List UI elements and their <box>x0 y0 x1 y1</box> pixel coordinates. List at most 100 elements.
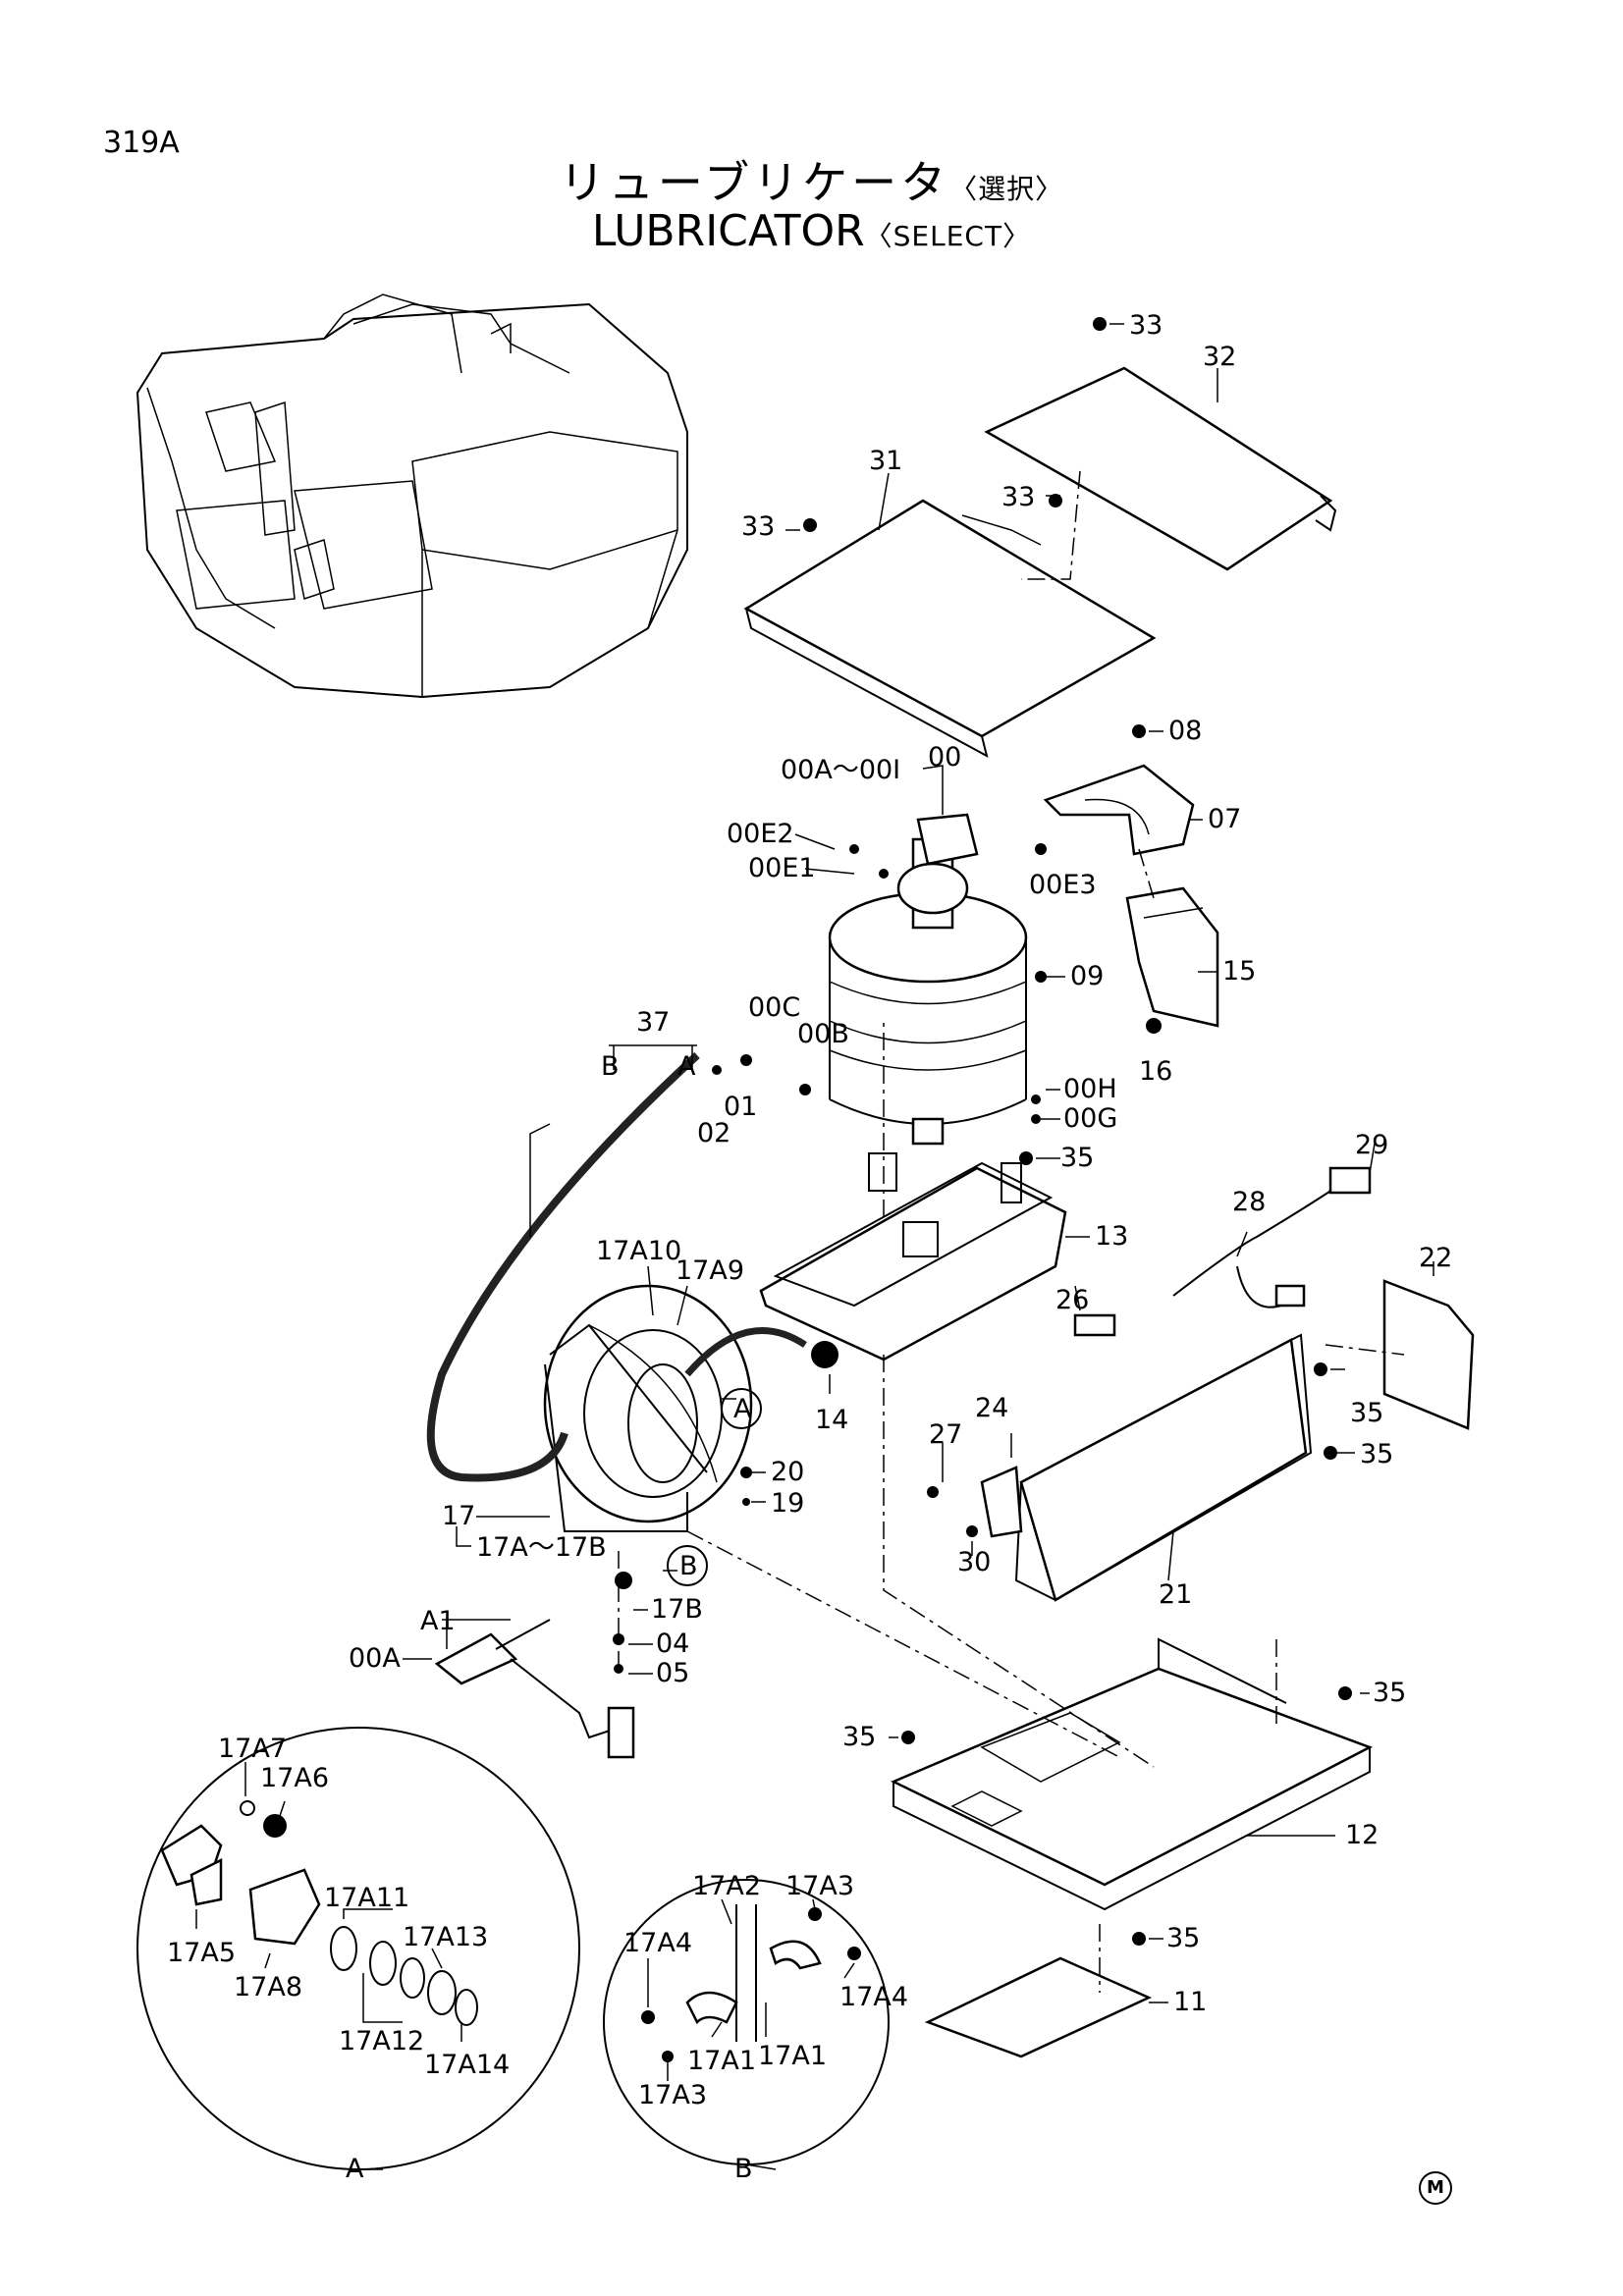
part-31-cover-plate <box>743 499 1157 758</box>
detail-a-label: A <box>346 2154 364 2184</box>
callout-17A14: 17A14 <box>424 2050 510 2080</box>
title-english: LUBRICATOR〈SELECT〉 <box>0 206 1623 256</box>
callout-22: 22 <box>1419 1243 1452 1273</box>
callout-35b: 35 <box>1350 1398 1383 1428</box>
title-jp-suffix: 〈選択〉 <box>949 173 1064 205</box>
callout-17A5: 17A5 <box>167 1938 236 1968</box>
callout-00G: 00G <box>1063 1103 1117 1134</box>
callout-33b: 33 <box>741 511 775 542</box>
callout-27: 27 <box>929 1419 962 1450</box>
callout-35d: 35 <box>1373 1678 1406 1708</box>
callout-05: 05 <box>656 1658 689 1688</box>
callout-35a: 35 <box>1060 1143 1094 1173</box>
callout-14: 14 <box>815 1405 848 1435</box>
title-jp-text: リューブリケータ <box>559 156 950 209</box>
callout-35c: 35 <box>1360 1439 1393 1469</box>
callout-circle-a <box>721 1388 762 1429</box>
callout-17A12: 17A12 <box>339 2026 424 2056</box>
callout-28: 28 <box>1232 1187 1266 1217</box>
callout-17A11: 17A11 <box>324 1883 409 1913</box>
hose-segment <box>684 1327 807 1377</box>
callout-17B: 17B <box>651 1594 703 1625</box>
part-17-hose-reel <box>543 1284 753 1532</box>
callout-00E1: 00E1 <box>748 853 816 883</box>
callout-35f: 35 <box>1166 1923 1200 1953</box>
callout-A-hose-end: A <box>677 1051 696 1082</box>
callout-17A6: 17A6 <box>260 1763 329 1793</box>
callout-13: 13 <box>1095 1221 1128 1252</box>
callout-07: 07 <box>1208 804 1241 834</box>
callout-B-hose-end: B <box>601 1051 620 1082</box>
detail-b-circle <box>603 1879 890 2165</box>
callout-17A3-bottom: 17A3 <box>638 2080 707 2110</box>
callout-labels: 33 32 31 33 33 08 00A～00I 00 07 00E2 00E… <box>167 310 1452 2184</box>
title-en-suffix: 〈SELECT〉 <box>864 220 1032 252</box>
part-00-lubricator-pump <box>828 813 1028 1146</box>
part-00A-grease-gun <box>434 1619 635 1759</box>
callout-17A1-bottom: 17A1 <box>687 2046 756 2076</box>
callout-17A10: 17A10 <box>596 1236 681 1266</box>
callout-04: 04 <box>656 1629 689 1659</box>
detail-b-label: B <box>734 2154 753 2184</box>
callout-circle-b <box>667 1545 708 1586</box>
callout-00E3: 00E3 <box>1029 870 1097 900</box>
callout-29: 29 <box>1355 1130 1388 1160</box>
part-37-hose <box>426 1052 700 1482</box>
callout-21: 21 <box>1159 1579 1192 1610</box>
leader-lines <box>195 323 1434 2170</box>
callout-17A7: 17A7 <box>218 1734 287 1764</box>
callout-11: 11 <box>1173 1987 1207 2017</box>
callout-26: 26 <box>1055 1285 1089 1315</box>
part-07-bracket <box>1043 764 1195 856</box>
callout-19: 19 <box>771 1488 804 1519</box>
part-22-plate <box>1382 1279 1475 1430</box>
part-21-bracket <box>1014 1333 1313 1602</box>
part-11-plate <box>924 1956 1153 2058</box>
callout-02: 02 <box>697 1118 730 1148</box>
callout-16: 16 <box>1139 1056 1172 1087</box>
callout-37: 37 <box>636 1007 670 1038</box>
excavator-overview <box>135 294 688 699</box>
hardware-bolts <box>613 317 1352 1946</box>
callout-32: 32 <box>1203 342 1236 372</box>
callout-17A4-right: 17A4 <box>839 1982 908 2012</box>
callout-00H: 00H <box>1063 1074 1117 1104</box>
part-12-base-plate <box>890 1637 1374 1911</box>
callout-00: 00 <box>928 742 961 773</box>
callout-00C: 00C <box>748 992 800 1023</box>
callout-30: 30 <box>957 1547 991 1577</box>
part-28-harness <box>1073 1166 1372 1337</box>
manufacturer-mark: M <box>1419 2171 1452 2205</box>
callout-17-range: 17A～17B <box>476 1532 607 1563</box>
callout-35e: 35 <box>842 1722 876 1752</box>
detail-a-circle <box>136 1727 580 2170</box>
callout-31: 31 <box>869 446 902 476</box>
callout-09: 09 <box>1070 961 1104 991</box>
callout-08: 08 <box>1168 716 1202 746</box>
callout-01: 01 <box>724 1092 757 1122</box>
callout-00A: 00A <box>349 1643 401 1674</box>
callout-circle-b-label: B <box>679 1551 698 1581</box>
callout-00E2: 00E2 <box>727 819 794 849</box>
callout-15: 15 <box>1222 956 1256 987</box>
page-code: 319A <box>103 126 180 160</box>
part-15-bracket <box>1125 886 1219 1028</box>
callout-A1: A1 <box>420 1606 456 1636</box>
callout-17: 17 <box>442 1501 475 1531</box>
callout-24: 24 <box>975 1393 1008 1423</box>
callout-17A2: 17A2 <box>692 1871 761 1901</box>
callout-17A3-top: 17A3 <box>785 1871 854 1901</box>
relation-lines <box>618 470 1405 1993</box>
part-32-cover-plate <box>984 366 1337 571</box>
callout-00B: 00B <box>797 1019 849 1049</box>
callout-circle-a-label: A <box>733 1394 752 1424</box>
callout-17A8: 17A8 <box>234 1972 302 2002</box>
callout-17A9: 17A9 <box>676 1255 744 1286</box>
part-13-cover <box>759 1152 1067 1362</box>
callout-00-range: 00A～00I <box>781 755 900 785</box>
callout-33a: 33 <box>1129 310 1163 341</box>
callout-12: 12 <box>1345 1820 1379 1850</box>
part-24-bracket <box>980 1466 1023 1538</box>
callout-17A4-left: 17A4 <box>623 1928 692 1958</box>
